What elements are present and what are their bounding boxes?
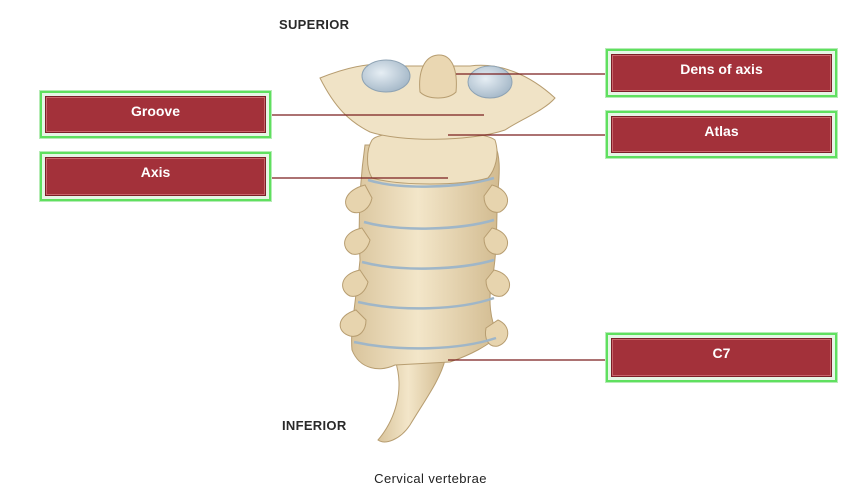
dens-of-axis [420, 55, 457, 98]
figure-caption: Cervical vertebrae [0, 471, 861, 486]
label-box-c7[interactable]: C7 [606, 333, 837, 382]
label-box-atlas[interactable]: Atlas [606, 111, 837, 158]
label-atlas: Atlas [611, 116, 832, 153]
label-box-groove[interactable]: Groove [40, 91, 271, 138]
label-axis: Axis [45, 157, 266, 196]
label-dens-of-axis: Dens of axis [611, 54, 832, 92]
label-c7: C7 [611, 338, 832, 377]
left-superior-facet [362, 60, 410, 92]
right-superior-facet [468, 66, 512, 98]
c7-spinous-process [378, 360, 445, 442]
label-groove: Groove [45, 96, 266, 133]
label-box-axis[interactable]: Axis [40, 152, 271, 201]
label-box-dens-of-axis[interactable]: Dens of axis [606, 49, 837, 97]
